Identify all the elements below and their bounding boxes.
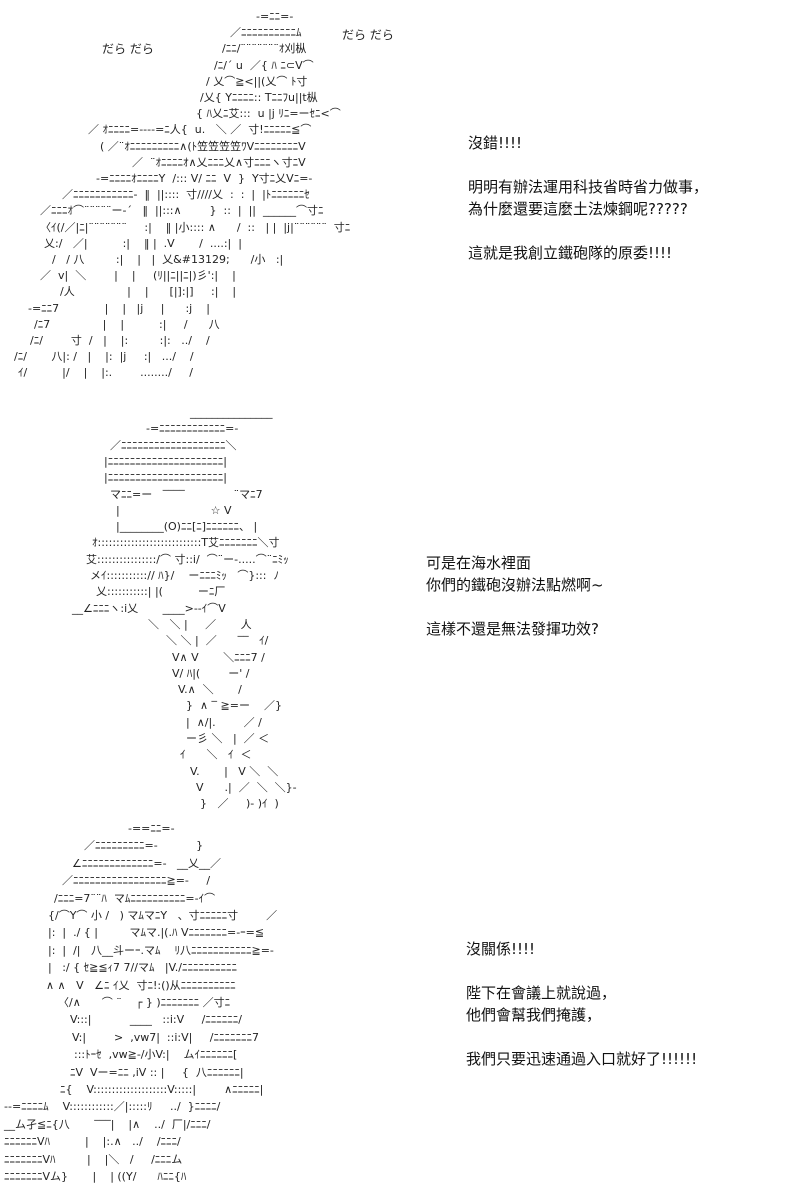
ascii-art-line: ／ﾆﾆﾆﾆﾆﾆﾆﾆﾆﾆﾑ bbox=[230, 26, 302, 39]
dialogue-line: 明明有辦法運用科技省時省力做事， bbox=[468, 178, 709, 196]
dialogue-2: 可是在海水裡面 你們的鐵砲沒辦法點燃啊~ 這樣不還是無法發揮功效? bbox=[426, 552, 604, 640]
ascii-art-line: V:| > ,vw7| ::i:V| /ﾆﾆﾆﾆﾆﾆﾆ7 bbox=[72, 1031, 260, 1044]
ascii-art-line: / 乂⌒≧<||(乂⌒ ﾄ寸 bbox=[206, 75, 308, 88]
ascii-art-character-2: _______________ -=ﾆﾆﾆﾆﾆﾆﾆﾆﾆﾆﾆﾆ=- ／ﾆﾆﾆﾆﾆﾆﾆﾆ… bbox=[0, 400, 440, 820]
dialogue-line: 沒錯!!!! bbox=[468, 134, 523, 152]
ascii-art-line: ∧ ∧ V ∠ﾆ ｲ乂 寸ﾆ!:()从ﾆﾆﾆﾆﾆﾆﾆﾆﾆﾆ bbox=[46, 979, 236, 992]
panel-1: -=ﾆﾆ=- ／ﾆﾆﾆﾆﾆﾆﾆﾆﾆﾆﾑ/ﾆﾆ/¨¨¨¨¨¨¨ｵ刈枞/ﾆ/´ u ／… bbox=[0, 0, 800, 400]
dialogue-line: 這樣不還是無法發揮功效? bbox=[426, 620, 599, 638]
ascii-art-line: -=ﾆﾆﾆﾆﾆﾆﾆﾆﾆﾆﾆﾆ=- bbox=[146, 422, 239, 435]
ascii-art-character-3: -==ﾆﾆ=- ／ﾆﾆﾆﾆﾆﾆﾆﾆﾆ=- } ∠ﾆﾆﾆﾆﾆﾆﾆﾆﾆﾆﾆﾆﾆ=- __… bbox=[0, 820, 440, 1200]
ascii-art-line: -=ﾆﾆ7 | | |j | :j | bbox=[28, 302, 210, 315]
dialogue-line: 可是在海水裡面 bbox=[426, 554, 532, 572]
ascii-art-line: ／ﾆﾆﾆｵ⌒¨¨¨¨¨ー‐´ ‖ ||:::∧ } :: | || ______… bbox=[40, 204, 324, 217]
ascii-art-line: -=ﾆﾆ=- bbox=[256, 10, 294, 23]
ascii-art-line: / / 八 :| | | 乂&#13129; /小 :| bbox=[52, 253, 284, 266]
ascii-art-line: } ∧ ‾ ≧=ー ／} bbox=[186, 699, 282, 712]
ascii-art-line: 艾::::::::::::::::/⌒ 寸::i/ ⌒¨ー-.....⌒¨ﾆﾐｯ bbox=[86, 553, 289, 566]
ascii-art-line: /乂{ Yﾆﾆﾆﾆ:: Tﾆﾆﾌu||t枞 bbox=[200, 91, 318, 104]
ascii-art-line: /ﾆﾆ/¨¨¨¨¨¨¨ｵ刈枞 bbox=[222, 42, 307, 55]
ascii-art-line: |: | /| 八__斗ーｰ.マﾑ ﾘ八ﾆﾆﾆﾆﾆﾆﾆﾆﾆﾆﾆ≧=- bbox=[48, 944, 274, 957]
ascii-art-line: |________(O)ﾆﾆ[ﾆ]ﾆﾆﾆﾆﾆﾆ、 | bbox=[116, 520, 258, 533]
ascii-art-line: ﾆﾆﾆﾆﾆﾆVﾊ | |:.∧ ../ /ﾆﾆﾆ/ bbox=[4, 1135, 181, 1148]
ascii-art-line: ∠ﾆﾆﾆﾆﾆﾆﾆﾆﾆﾆﾆﾆﾆ=- __乂__／ bbox=[72, 857, 222, 870]
ascii-art-line: ／ﾆﾆﾆﾆﾆﾆﾆﾆﾆﾆﾆﾆﾆﾆﾆﾆﾆ≧=- / bbox=[62, 874, 211, 887]
ascii-art-line: {/⌒Y⌒ 小 / ) マﾑマﾆY 、寸ﾆﾆﾆﾆﾆ寸 ／ bbox=[48, 909, 278, 922]
ascii-art-line: /ﾆ/ 寸 / | |: :|: ../ / bbox=[30, 334, 210, 347]
ascii-art-line: ｲ ＼ ｲ ＜ bbox=[180, 748, 252, 761]
ascii-art-line: | :/ { ｾ≧≦ｨ7 7//マﾑ |V./ﾆﾆﾆﾆﾆﾆﾆﾆﾆﾆ bbox=[48, 961, 237, 974]
ascii-art-line: ／ ¨ｵﾆﾆﾆﾆｵ∧乂ﾆﾆﾆ乂∧寸ﾆﾆﾆヽ寸ﾆV bbox=[132, 156, 306, 169]
ascii-art-line: _______________ bbox=[190, 406, 273, 419]
panel-2: _______________ -=ﾆﾆﾆﾆﾆﾆﾆﾆﾆﾆﾆﾆ=- ／ﾆﾆﾆﾆﾆﾆﾆﾆ… bbox=[0, 400, 800, 820]
ascii-art-line: /ﾆ/ 八|: / | |: |j :| .../ / bbox=[14, 350, 194, 363]
ascii-art-line: |ﾆﾆﾆﾆﾆﾆﾆﾆﾆﾆﾆﾆﾆﾆﾆﾆﾆﾆﾆﾆﾆ| bbox=[104, 455, 227, 468]
ascii-art-line: ／ﾆﾆﾆﾆﾆﾆﾆﾆﾆﾆﾆﾆﾆﾆﾆﾆﾆﾆﾆ＼ bbox=[110, 439, 237, 452]
ascii-art-line: 乂:/ ／| :| ‖ | .V / ....:| | bbox=[44, 237, 242, 250]
ascii-art-line: 乂:::::::::::| |( ーﾆ厂 bbox=[96, 585, 226, 598]
dialogue-line: 這就是我創立鐵砲隊的原委!!!! bbox=[468, 244, 673, 262]
ascii-art-line: ＼ ＼ | ／ 人 bbox=[148, 618, 252, 631]
ascii-art-line: |: | ./ { | マﾑマ.|(.ﾊ Vﾆﾆﾆﾆﾆﾆﾆ=-ｰ=≦ bbox=[48, 926, 265, 939]
dialogue-line: 陛下在會議上就說過， bbox=[466, 984, 617, 1002]
ascii-art-line: { ﾊ乂ﾆ艾::: u |j ﾘﾆ=ーｾﾆ<⌒ bbox=[196, 107, 341, 120]
ascii-art-line: __∠ﾆﾆﾆヽ:i乂 ____>--ｲ⌒V bbox=[72, 602, 226, 615]
sfx-right: だら だら bbox=[342, 28, 394, 42]
ascii-art-line: ﾆﾆﾆﾆﾆﾆﾆVﾊ | |＼ / /ﾆﾆﾆム bbox=[4, 1153, 183, 1166]
ascii-art-line: V∧ V ＼ﾆﾆﾆ7 / bbox=[172, 651, 265, 664]
ascii-art-line: ー彡 ＼ | ／ ＜ bbox=[186, 732, 270, 745]
ascii-art-line: ｲ/ |/ | |:. ......../ / bbox=[18, 366, 194, 379]
ascii-art-line: |ﾆﾆﾆﾆﾆﾆﾆﾆﾆﾆﾆﾆﾆﾆﾆﾆﾆﾆﾆﾆﾆ| bbox=[104, 471, 227, 484]
ascii-art-line: -==ﾆﾆ=- bbox=[128, 822, 175, 835]
ascii-art-line: /ﾆﾆﾆ=7¨¨ﾊ マﾑﾆﾆﾆﾆﾆﾆﾆﾆﾆﾆ=-ｲ⌒ bbox=[54, 892, 216, 905]
ascii-art-line: -=ﾆﾆﾆﾆｵﾆﾆﾆﾆY /::: V/ ﾆﾆ V } Y寸ﾆ乂Vﾆ=- bbox=[96, 172, 313, 185]
dialogue-3: 沒關係!!!! 陛下在會議上就說過， 他們會幫我們掩護， 我們只要迅速通過入口就… bbox=[466, 938, 697, 1070]
ascii-art-line: /ﾆ7 | | :| / 八 bbox=[34, 318, 220, 331]
ascii-art-line: マﾆﾆ=ー ‾‾‾‾ ¨マﾆ7 bbox=[110, 488, 263, 501]
dialogue-line: 他們會幫我們掩護， bbox=[466, 1006, 602, 1024]
ascii-art-line: ／ﾆﾆﾆﾆﾆﾆﾆﾆﾆ=- } bbox=[84, 839, 204, 852]
ascii-art-line: ／ v| ＼ | | (ﾘ||ﾆ||ﾆ|)彡':| | bbox=[40, 269, 236, 282]
ascii-art-line: ﾆﾆﾆﾆﾆﾆﾆVム} | | ((Y/ ﾊﾆﾆ{ﾊ bbox=[4, 1170, 187, 1183]
dialogue-line: 你們的鐵砲沒辦法點燃啊~ bbox=[426, 576, 604, 594]
ascii-art-line: V/ ﾊ|( ー' / bbox=[172, 667, 250, 680]
ascii-art-line: V .| ／ ＼ ＼}- bbox=[196, 781, 297, 794]
dialogue-line: 沒關係!!!! bbox=[466, 940, 536, 958]
panel-3: -==ﾆﾆ=- ／ﾆﾆﾆﾆﾆﾆﾆﾆﾆ=- } ∠ﾆﾆﾆﾆﾆﾆﾆﾆﾆﾆﾆﾆﾆ=- __… bbox=[0, 820, 800, 1200]
dialogue-1: 沒錯!!!! 明明有辦法運用科技省時省力做事， 為什麼還要這麼土法煉鋼呢????… bbox=[468, 132, 708, 264]
ascii-art-line: V.∧ ＼ / bbox=[178, 683, 242, 696]
ascii-art-line: ( ／¨ｵﾆﾆﾆﾆﾆﾆﾆﾆﾆ∧(ﾄ笠笠笠笠ﾜVﾆﾆﾆﾆﾆﾆﾆﾆV bbox=[100, 140, 306, 153]
sfx-left: だら だら bbox=[102, 42, 154, 56]
ascii-art-line: /ﾆ/´ u ／{ ﾊ ﾆ⊂V⌒ bbox=[214, 59, 314, 72]
dialogue-line: 為什麼還要這麼土法煉鋼呢????? bbox=[468, 200, 688, 218]
ascii-art-line: ／ﾆﾆﾆﾆﾆﾆﾆﾆﾆﾆﾆ- ‖ ||:::: 寸////乂 : : | |ﾄﾆﾆ… bbox=[62, 188, 310, 201]
ascii-art-line: ﾆV Vー=ﾆﾆ ,iV :: | { 八ﾆﾆﾆﾆﾆﾆ| bbox=[70, 1066, 244, 1079]
ascii-art-line: ﾆ{ V::::::::::::::::::::V:::::| ∧ﾆﾆﾆﾆﾆ| bbox=[60, 1083, 264, 1096]
ascii-art-line: 〈/∧ ⌒ ¨ ┌ } )ﾆﾆﾆﾆﾆﾆﾆ ／寸ﾆ bbox=[58, 996, 231, 1009]
ascii-art-line: V. | V ＼ ＼ bbox=[190, 765, 279, 778]
ascii-art-line: --=ﾆﾆﾆﾆﾑ V::::::::::::／|:::::ﾘ ../ }ﾆﾆﾆﾆ… bbox=[4, 1100, 221, 1113]
ascii-art-line: /人 | | [|]:|] :| | bbox=[60, 285, 237, 298]
ascii-art-line: | ☆ V bbox=[116, 504, 232, 517]
ascii-art-line: } ／ )- )ｲ ) bbox=[200, 797, 279, 810]
ascii-art-line: ｵ::::::::::::::::::::::::::::T艾ﾆﾆﾆﾆﾆﾆﾆ＼寸 bbox=[92, 536, 280, 549]
ascii-art-line: :::ﾄｰｾ ,vw≧-/小V:| ムｲﾆﾆﾆﾆﾆﾆ[ bbox=[74, 1048, 238, 1061]
ascii-art-line: V:::| ____ ::i:V /ﾆﾆﾆﾆﾆﾆ/ bbox=[70, 1013, 242, 1026]
dialogue-line: 我們只要迅速通過入口就好了!!!!!! bbox=[466, 1050, 698, 1068]
ascii-art-line: | ∧/|. ／ / bbox=[186, 716, 262, 729]
ascii-art-line: ／ ｵﾆﾆﾆﾆ=----=ﾆ人{ u. ＼ ／ 寸!ﾆﾆﾆﾆﾆ≦⌒ bbox=[88, 123, 312, 136]
ascii-art-line: ＼ ＼ | ／ ‾‾ ｲ/ bbox=[166, 634, 269, 647]
ascii-art-line: 〈ｲ(/／|ﾆ|¨¨¨¨¨¨¨ :| ‖ |小:::: ∧ / :: | | |… bbox=[40, 221, 351, 234]
ascii-art-line: メｲ:::::::::::// ﾊ}/ ーﾆﾆﾆﾐｯ ⌒}::: ﾉ bbox=[90, 569, 279, 582]
ascii-art-line: __ム孑≦ﾆ{八 ‾‾‾| |∧ ../ 厂|/ﾆﾆﾆ/ bbox=[4, 1118, 211, 1131]
ascii-art-character-1: -=ﾆﾆ=- ／ﾆﾆﾆﾆﾆﾆﾆﾆﾆﾆﾑ/ﾆﾆ/¨¨¨¨¨¨¨ｵ刈枞/ﾆ/´ u ／… bbox=[0, 0, 440, 400]
